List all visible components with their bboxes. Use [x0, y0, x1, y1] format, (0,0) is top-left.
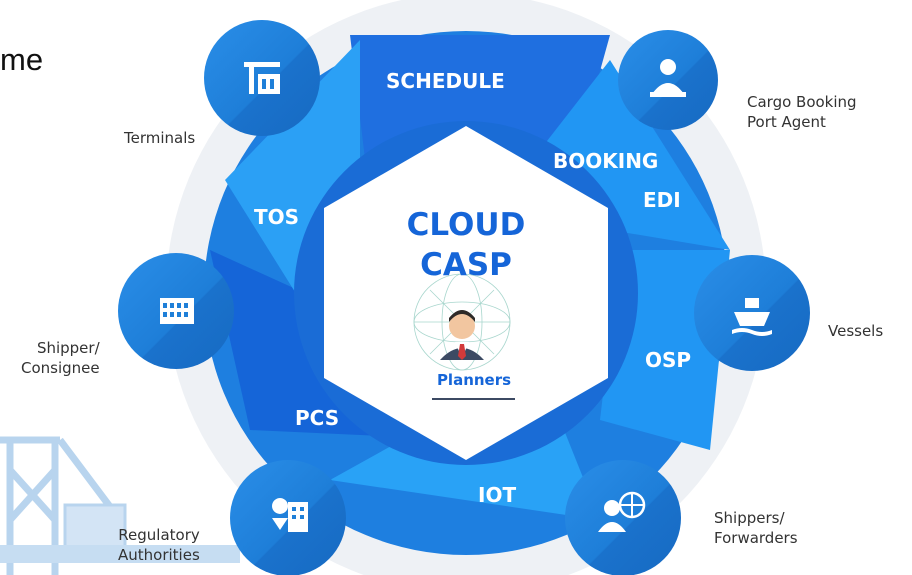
building-pin-icon — [272, 498, 308, 532]
caption-cargo-booking: Cargo Booking Port Agent — [747, 93, 857, 131]
caption-regulatory: Regulatory Authorities — [118, 526, 200, 564]
header-fragment: me — [0, 42, 44, 77]
warehouse-icon — [160, 298, 194, 324]
caption-terminals: Terminals — [124, 129, 196, 147]
segment-booking: BOOKING — [553, 149, 658, 173]
segment-edi: EDI — [643, 188, 681, 212]
segment-schedule: SCHEDULE — [386, 69, 505, 93]
center-title-line1: CLOUD — [407, 207, 526, 243]
caption-shippers-forwarders: Shippers/ Forwarders — [714, 509, 798, 547]
ship-icon — [732, 298, 772, 336]
planner-person-icon — [440, 310, 484, 360]
node-terminals — [204, 20, 320, 136]
crane-illustration — [0, 436, 240, 575]
node-shipper-consignee — [118, 253, 234, 369]
center-subtitle: Planners — [437, 371, 511, 389]
person-globe-icon — [598, 491, 646, 532]
node-cargo-booking — [618, 30, 718, 130]
segment-osp: OSP — [645, 348, 691, 372]
node-vessels — [694, 255, 810, 371]
node-regulatory — [230, 460, 346, 575]
segment-tos: TOS — [254, 205, 299, 229]
center-title-line2: CASP — [420, 247, 512, 283]
crane-icon — [244, 62, 280, 94]
agent-desk-icon — [650, 59, 686, 97]
caption-vessels: Vessels — [828, 322, 884, 340]
segment-iot: IOT — [478, 483, 516, 507]
segment-pcs: PCS — [295, 406, 339, 430]
caption-shipper-consignee: Shipper/ Consignee — [21, 339, 100, 377]
node-shippers-forwarders — [565, 460, 681, 575]
center-hexagon — [324, 126, 608, 460]
